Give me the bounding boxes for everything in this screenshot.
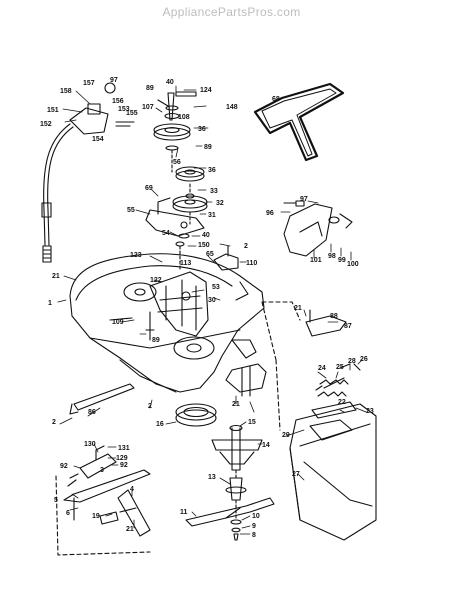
callout: 122 bbox=[150, 277, 162, 284]
callout: 124 bbox=[200, 87, 212, 94]
callout: 1 bbox=[48, 300, 52, 307]
callout: 155 bbox=[126, 110, 138, 117]
callout: 2 bbox=[148, 403, 152, 410]
watermark: AppliancePartsPros.com bbox=[162, 5, 301, 19]
callout: 100 bbox=[347, 261, 359, 268]
callout: 53 bbox=[212, 284, 220, 291]
callout: 69 bbox=[145, 185, 153, 192]
callout: 54 bbox=[162, 230, 170, 237]
callout: 108 bbox=[178, 114, 190, 121]
callout: 26 bbox=[360, 356, 368, 363]
callout: 99 bbox=[338, 257, 346, 264]
callout: 4 bbox=[130, 486, 134, 493]
callout: 15 bbox=[248, 419, 256, 426]
callout: 129 bbox=[116, 455, 128, 462]
mower-deck bbox=[69, 253, 301, 431]
callout: 96 bbox=[266, 210, 274, 217]
callout: 11 bbox=[180, 509, 188, 516]
callout: 65 bbox=[206, 251, 214, 258]
callout: 36 bbox=[198, 126, 206, 133]
callout: 31 bbox=[208, 212, 216, 219]
lift-link-86 bbox=[69, 383, 135, 415]
callout: 25 bbox=[336, 364, 344, 371]
callout: 152 bbox=[40, 121, 52, 128]
callout: 21 bbox=[294, 305, 302, 312]
callout: 92 bbox=[120, 462, 128, 469]
callout: 13 bbox=[208, 474, 216, 481]
callout: 113 bbox=[180, 260, 191, 267]
callout: 40 bbox=[166, 79, 174, 86]
callout: 21 bbox=[126, 526, 134, 533]
callout: 21 bbox=[232, 401, 240, 408]
callout: 150 bbox=[198, 242, 210, 249]
callout: 153 bbox=[118, 106, 130, 113]
callout: 98 bbox=[328, 253, 336, 260]
callout: 131 bbox=[118, 445, 130, 452]
callout: 23 bbox=[366, 408, 374, 415]
callout: 2 bbox=[52, 419, 56, 426]
callout: 86 bbox=[88, 409, 96, 416]
callout: 89 bbox=[204, 144, 212, 151]
spring-bracket bbox=[305, 309, 347, 337]
callout: 10 bbox=[252, 513, 260, 520]
callout: 6 bbox=[66, 510, 70, 517]
callout: 9 bbox=[252, 523, 256, 530]
callout: 130 bbox=[84, 441, 96, 448]
callout: 87 bbox=[344, 323, 352, 330]
callout: 21 bbox=[52, 273, 60, 280]
callout: 156 bbox=[112, 98, 124, 105]
callout: 55 bbox=[127, 207, 135, 214]
callout: 148 bbox=[226, 104, 238, 111]
callout: 27 bbox=[292, 471, 300, 478]
callout: 97 bbox=[110, 77, 118, 84]
callout: 101 bbox=[310, 257, 322, 264]
callout: 8 bbox=[252, 532, 256, 539]
callout: 22 bbox=[338, 399, 346, 406]
callout: 92 bbox=[60, 463, 68, 470]
callout: 29 bbox=[282, 432, 290, 439]
callout: 40 bbox=[202, 232, 210, 239]
callout: 36 bbox=[208, 167, 216, 174]
belt-68 bbox=[253, 82, 345, 162]
callout: 56 bbox=[173, 159, 181, 166]
callout: 14 bbox=[262, 442, 270, 449]
blade-spindle bbox=[175, 403, 275, 541]
callout: 32 bbox=[216, 200, 224, 207]
cable-assembly bbox=[41, 82, 135, 263]
callout: 5 bbox=[54, 497, 58, 504]
callout: 33 bbox=[210, 188, 218, 195]
callout: 68 bbox=[272, 96, 280, 103]
callout: 123 bbox=[130, 252, 142, 259]
callout: 154 bbox=[92, 136, 104, 143]
callout: 158 bbox=[60, 88, 72, 95]
callout: 110 bbox=[246, 260, 257, 267]
callout: 19 bbox=[92, 513, 100, 520]
callout: 97 bbox=[300, 196, 308, 203]
callout: 89 bbox=[152, 337, 160, 344]
lift-lever-assembly bbox=[55, 445, 151, 556]
bracket-110 bbox=[213, 245, 239, 271]
callout: 28 bbox=[348, 358, 356, 365]
callout: 30 bbox=[208, 297, 216, 304]
callout: 151 bbox=[47, 107, 59, 114]
discharge-assembly bbox=[289, 363, 377, 541]
callout: 16 bbox=[156, 421, 164, 428]
callout: 2 bbox=[244, 243, 248, 250]
belt-guard bbox=[283, 200, 353, 257]
callout-labels: 157 97 158 151 156 153 155 152 154 89 40… bbox=[40, 77, 374, 539]
callout: 24 bbox=[318, 365, 326, 372]
callout: 88 bbox=[330, 313, 338, 320]
callout: 89 bbox=[146, 85, 154, 92]
callout: 157 bbox=[83, 80, 95, 87]
callout: 107 bbox=[142, 104, 154, 111]
deck-wheel-bracket bbox=[225, 363, 267, 397]
leader-lines bbox=[57, 85, 367, 535]
callout: 109 bbox=[112, 319, 124, 326]
callout: 3 bbox=[100, 467, 104, 474]
